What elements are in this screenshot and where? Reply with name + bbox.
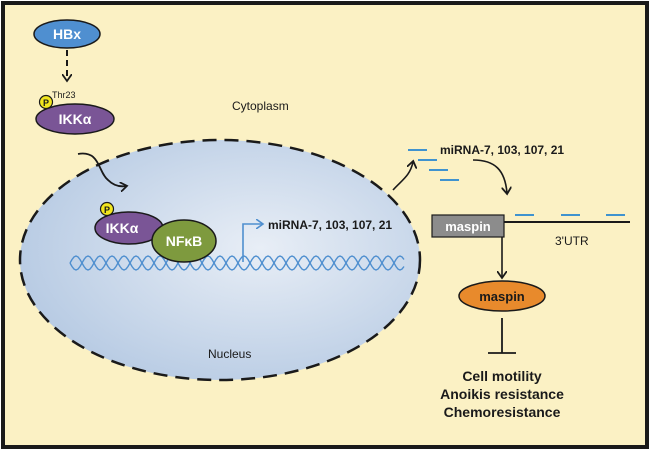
dna-strand xyxy=(69,255,405,271)
nfkb-node: NFκB xyxy=(151,219,217,263)
mirna-cytoplasm-label: miRNA-7, 103, 107, 21 xyxy=(440,143,564,157)
nucleus-label: Nucleus xyxy=(208,347,251,361)
utr-label: 3'UTR xyxy=(555,234,589,248)
ikk-alpha-nuclear-node: IKKα xyxy=(94,211,164,245)
phospho-badge-cytoplasm: P xyxy=(38,94,54,110)
hbx-label: HBx xyxy=(53,26,81,42)
mirna-fragments xyxy=(408,149,459,181)
phospho-badge-nuclear: P xyxy=(99,201,115,217)
outcome-anoikis-resistance: Anoikis resistance xyxy=(440,386,564,402)
ikk-alpha-nuclear-label: IKKα xyxy=(106,220,139,236)
maspin-protein-node: maspin xyxy=(458,280,546,312)
maspin-protein-label: maspin xyxy=(479,289,525,304)
phospho-nuclear-label: P xyxy=(104,205,110,215)
outcome-chemoresistance: Chemoresistance xyxy=(444,404,561,420)
phospho-label: P xyxy=(43,98,49,108)
outcome-cell-motility: Cell motility xyxy=(462,368,542,384)
targeting-arrow xyxy=(472,159,507,193)
cytoplasm-label: Cytoplasm xyxy=(232,99,289,113)
inhibition-symbol xyxy=(488,318,516,354)
dna-helix xyxy=(69,255,405,271)
thr23-label: Thr23 xyxy=(52,90,76,100)
ikk-alpha-cytoplasm-node: IKKα xyxy=(35,103,115,135)
nucleus xyxy=(18,138,422,382)
dna-strand xyxy=(69,255,405,271)
hbx-node: HBx xyxy=(33,19,101,49)
ikk-alpha-label: IKKα xyxy=(59,111,92,127)
export-arrow xyxy=(392,162,413,191)
transcription-start-arrow xyxy=(242,224,262,262)
maspin-gene-label: maspin xyxy=(445,219,491,234)
maspin-gene-box: maspin xyxy=(431,214,505,238)
nfkb-label: NFκB xyxy=(166,233,203,249)
mirna-nuclear-label: miRNA-7, 103, 107, 21 xyxy=(268,218,392,232)
translocation-arrow xyxy=(77,152,126,187)
